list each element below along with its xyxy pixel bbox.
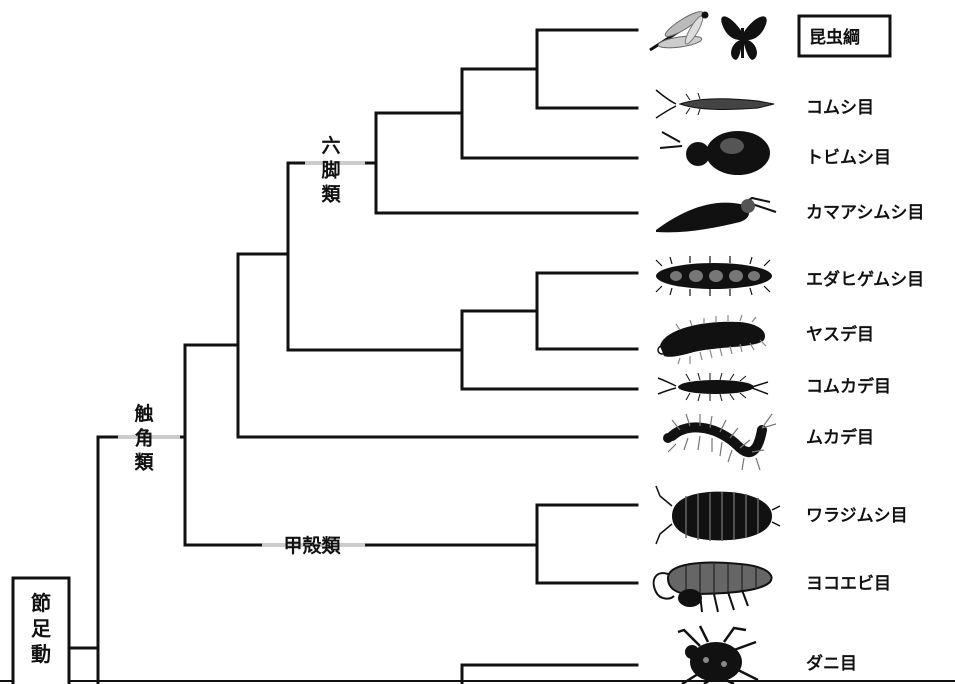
clade-label-crustacea: 甲殻類 [262, 534, 365, 557]
arthropoda-label: 節足動 [31, 591, 52, 666]
vertical-char: 動 [31, 642, 51, 666]
taxon-label-diplopoda: ヤスデ目 [806, 324, 874, 345]
taxon-label-chilopoda: ムカデ目 [806, 427, 874, 448]
vertical-char: 六 [321, 134, 340, 157]
branch-pauropoda-diplopoda [462, 273, 637, 349]
centipede-silhouette [663, 414, 776, 470]
taxon-labels: 昆虫綱 コムシ目 トビムシ目 カマアシムシ目 エダヒゲムシ目 ヤスデ目 コムカデ… [806, 27, 924, 674]
branch-hexapoda-myriapoda [238, 163, 288, 350]
amphipod-silhouette [654, 562, 772, 612]
vertical-char: 類 [320, 184, 341, 206]
taxon-label-collembola: トビムシ目 [806, 148, 891, 168]
vertical-char: 角 [134, 426, 153, 449]
branch-isopoda-amphipoda [185, 505, 637, 583]
taxon-label-diplura: コムシ目 [806, 98, 874, 118]
branch-chilopoda [185, 254, 637, 437]
antennata-label: 触角類 [133, 402, 154, 474]
vertical-char: 脚 [321, 159, 340, 181]
taxon-label-amphipoda: ヨコエビ目 [806, 574, 891, 594]
tree-branches [70, 30, 637, 684]
taxon-label-isopoda: ワラジムシ目 [806, 506, 908, 526]
branch-arthropoda [70, 437, 98, 684]
arthropoda-box: 節足動 [13, 578, 69, 684]
pauropod-silhouette [656, 256, 772, 296]
taxon-label-symphyla: コムカデ目 [806, 376, 891, 397]
taxon-label-pauropoda: エダヒゲムシ目 [806, 269, 924, 290]
hexapoda-label: 六脚類 [320, 134, 341, 206]
crustacea-label: 甲殻類 [283, 534, 341, 557]
vertical-char: 節 [31, 591, 51, 615]
taxon-label-insecta: 昆虫綱 [809, 27, 860, 48]
branch-collembola [376, 69, 637, 158]
springtail-silhouette [660, 131, 770, 175]
millipede-silhouette [658, 315, 766, 364]
vertical-char: 触 [134, 402, 153, 425]
clade-label-antennata: 触角類 [118, 402, 180, 474]
taxon-label-protura: カマアシムシ目 [806, 203, 924, 223]
proturan-silhouette [656, 198, 776, 232]
vertical-char: 類 [133, 452, 154, 474]
organism-icons [650, 8, 780, 684]
taxon-label-acari: ダニ目 [806, 653, 857, 674]
woodlouse-silhouette [656, 486, 780, 544]
branch-insecta-diplura [462, 30, 637, 108]
clade-label-hexapoda: 六脚類 [305, 133, 365, 206]
mite-silhouette [678, 626, 758, 684]
diplura-silhouette [656, 90, 774, 118]
symphylan-silhouette [658, 373, 768, 401]
butterfly-icon [721, 16, 766, 60]
dragonfly-icon [650, 8, 708, 50]
vertical-char: 足 [31, 617, 52, 641]
